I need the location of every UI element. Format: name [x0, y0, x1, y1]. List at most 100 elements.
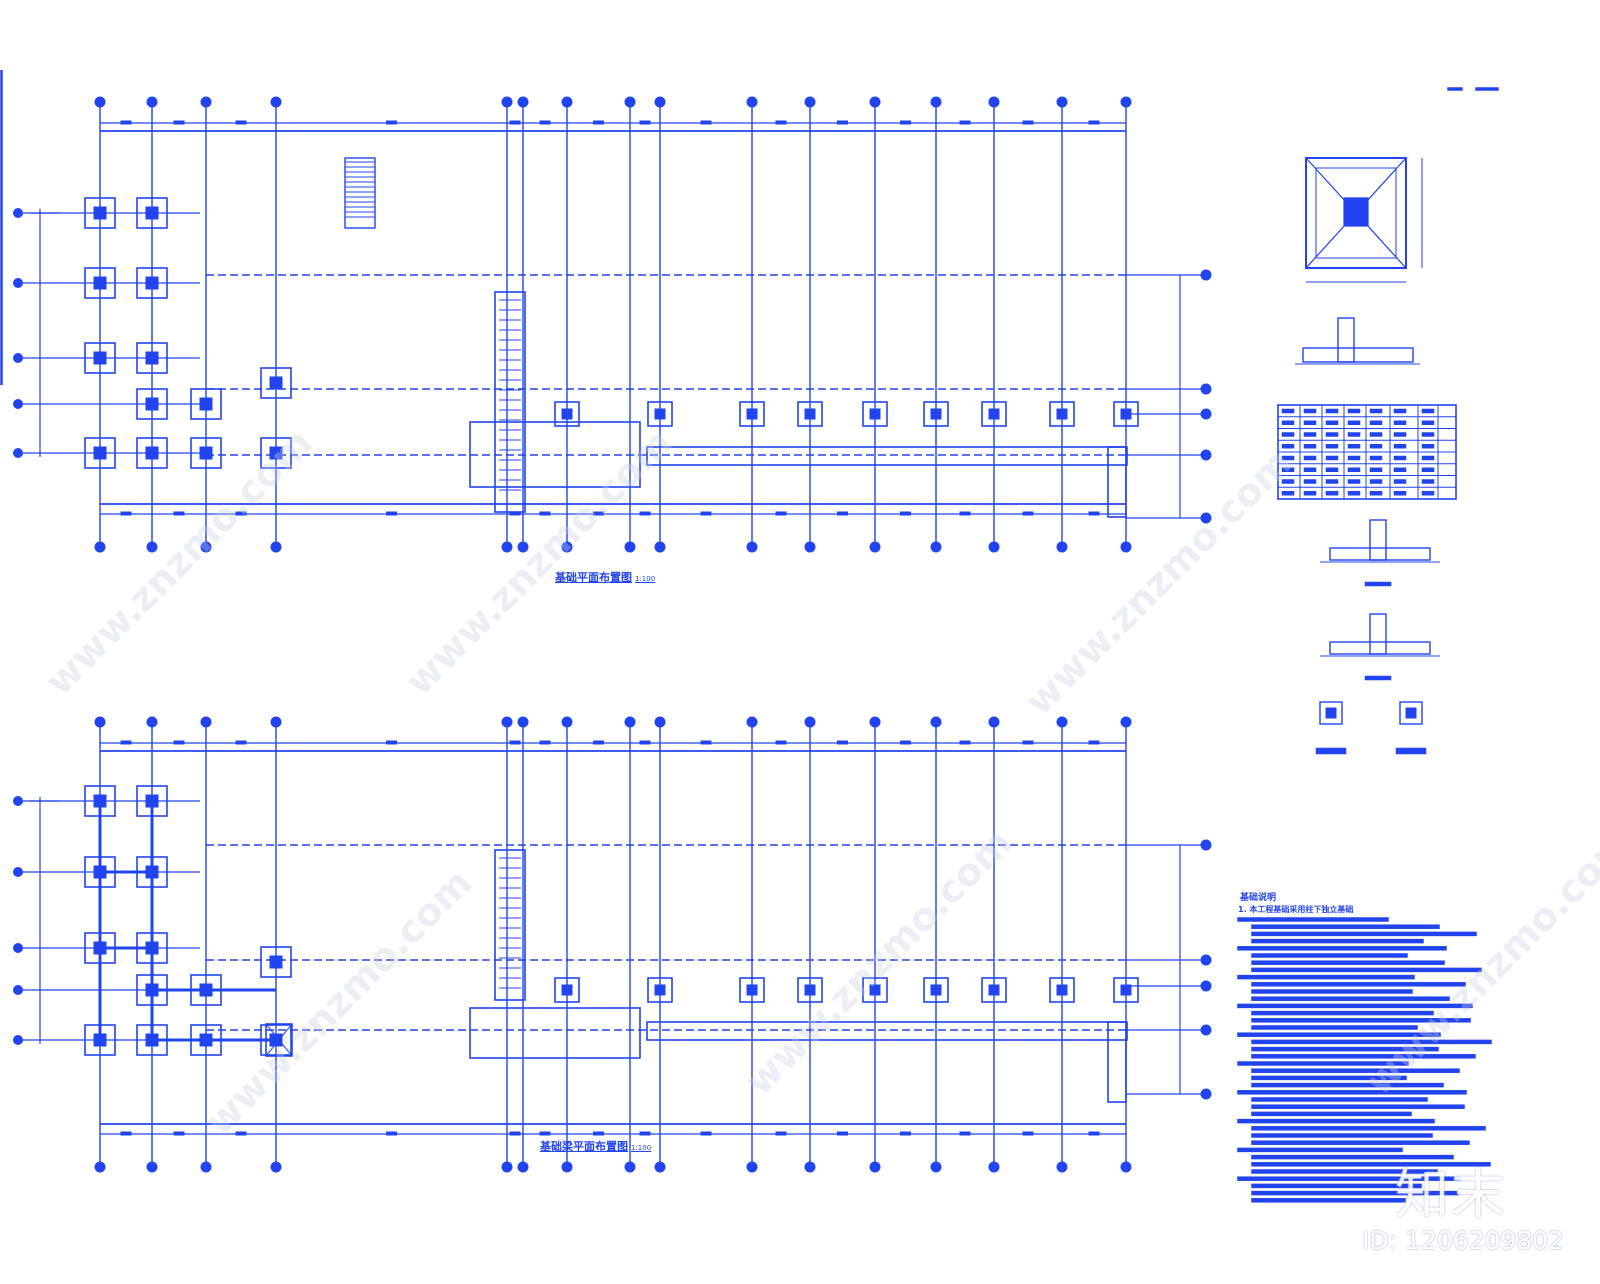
column-footing-outline	[260, 367, 292, 399]
dimension-text-mark	[837, 511, 848, 516]
notes-text-line	[1237, 1061, 1409, 1066]
design-notes-first-line: 1. 本工程基础采用柱下独立基础	[1238, 905, 1354, 914]
table-cell-text	[1303, 491, 1317, 496]
axis-bubble-top	[804, 716, 816, 728]
axis-bubble-top	[501, 96, 513, 108]
axis-bubble-bottom	[804, 1161, 816, 1173]
dimension-text-mark	[775, 740, 787, 745]
dimension-text-mark	[837, 120, 848, 125]
axis-bubble-bottom	[146, 541, 158, 553]
notes-text-line	[1237, 1032, 1441, 1037]
axis-bubble-top	[624, 96, 636, 108]
brand-logo-text: 知末	[1395, 1163, 1507, 1226]
footing-detail-plan	[1305, 157, 1407, 269]
notes-text-line	[1251, 967, 1482, 973]
column-footing-outline	[862, 401, 888, 427]
table-cell-text	[1421, 432, 1435, 437]
notes-text-line	[1251, 1046, 1439, 1052]
axis-bubble-bottom	[200, 541, 212, 553]
column-outline	[93, 206, 107, 220]
dimension-text-mark	[639, 1131, 651, 1136]
section-column-outline	[1369, 519, 1387, 561]
dimension-text-mark	[509, 120, 521, 125]
column-footing-outline	[190, 388, 222, 420]
axis-bubble-bottom	[869, 1161, 881, 1173]
column-footing-outline	[84, 342, 116, 374]
column-outline	[804, 408, 816, 420]
table-cell-text	[1303, 420, 1317, 425]
axis-bubble-top	[146, 716, 158, 728]
notes-text-line	[1237, 1147, 1403, 1153]
notes-text-line	[1237, 974, 1415, 980]
table-cell-text	[1303, 479, 1317, 484]
column-footing-outline	[554, 977, 580, 1003]
column-outline	[93, 446, 107, 460]
axis-bubble-bottom	[200, 1161, 212, 1173]
notes-text-line	[1251, 1111, 1412, 1117]
axis-bubble-bottom	[501, 1161, 513, 1173]
column-outline	[145, 206, 159, 220]
axis-bubble-top	[146, 96, 158, 108]
axis-bubble-top	[561, 96, 573, 108]
sheet-label	[1447, 87, 1463, 91]
table-cell-text	[1393, 479, 1407, 484]
notes-text-line	[1251, 1082, 1444, 1088]
table-cell-text	[1303, 444, 1317, 449]
column-outline	[269, 446, 283, 460]
corridor-beam-outline	[646, 446, 1128, 466]
axis-bubble-top	[624, 716, 636, 728]
table-cell-text	[1421, 408, 1435, 414]
column-outline	[1120, 408, 1132, 420]
axis-bubble-top	[746, 96, 758, 108]
notes-text-line	[1251, 1018, 1471, 1023]
section-column-outline	[1337, 317, 1355, 363]
axis-bubble-bottom	[1056, 1161, 1068, 1173]
axis-bubble-top	[200, 716, 212, 728]
axis-bubble-top	[94, 716, 106, 728]
notes-text-line	[1251, 1104, 1465, 1109]
dimension-text-mark	[639, 120, 651, 125]
column-outline	[93, 276, 107, 290]
dimension-text-mark	[959, 120, 971, 125]
notes-text-line	[1251, 938, 1424, 944]
notes-text-line	[1251, 960, 1445, 965]
axis-bubble-bottom	[561, 1161, 573, 1173]
cross-mark	[265, 1023, 293, 1057]
dimension-text-mark	[173, 120, 185, 125]
axis-bubble-bottom	[94, 541, 106, 553]
column-outline	[746, 984, 758, 996]
corridor-beam-outline	[646, 1021, 1128, 1041]
dimension-text-mark	[386, 511, 397, 516]
column-outline	[145, 446, 159, 460]
column-outline	[199, 397, 213, 411]
column-outline	[561, 984, 573, 996]
notes-text-line	[1251, 1025, 1418, 1030]
column-footing-outline	[260, 946, 292, 978]
dimension-text-mark	[235, 1131, 247, 1136]
dimension-text-mark	[700, 511, 712, 516]
table-cell-text	[1369, 491, 1383, 496]
column-footing-outline	[1113, 401, 1139, 427]
table-cell-text	[1325, 408, 1339, 414]
notes-text-line	[1237, 946, 1447, 951]
column-footing-outline	[981, 977, 1007, 1003]
dimension-text-mark	[1022, 1131, 1034, 1136]
axis-bubble-top	[501, 716, 513, 728]
axis-bubble-bottom	[146, 1161, 158, 1173]
dimension-text-mark	[235, 120, 247, 125]
notes-text-line	[1251, 953, 1408, 958]
column-footing-outline	[136, 342, 168, 374]
dimension-text-mark	[1022, 120, 1034, 125]
axis-bubble-top	[94, 96, 106, 108]
column-footing-outline	[136, 267, 168, 299]
dimension-text-mark	[235, 740, 247, 745]
axis-bubble-top	[654, 96, 666, 108]
table-cell-text	[1393, 420, 1407, 425]
column-outline	[930, 984, 942, 996]
footing-step-outline	[1315, 167, 1397, 259]
column-footing-outline	[84, 197, 116, 229]
detail-label	[1395, 747, 1427, 755]
axis-bubble-bottom	[1120, 541, 1132, 553]
axis-bubble-top	[869, 716, 881, 728]
